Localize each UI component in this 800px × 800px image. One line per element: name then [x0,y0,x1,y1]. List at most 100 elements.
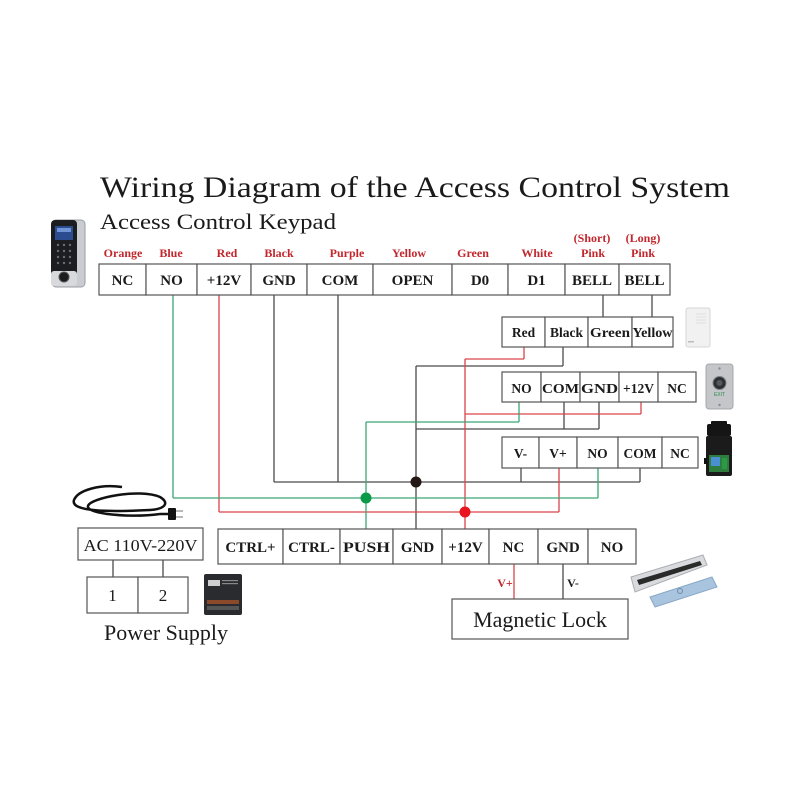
maglock-vplus-label: V+ [497,576,513,590]
terminal-label: Green [590,325,631,340]
terminal-label: +12V [448,540,483,556]
terminal-label: COM [542,381,579,396]
terminal-cell [306,263,374,296]
power-supply-unit-icon [204,574,242,615]
terminal-cell [282,528,341,565]
bell-note-long: (Long) [626,231,661,245]
power-cord-icon [72,485,183,520]
terminal-label: GND [401,540,435,556]
terminal-cell [564,263,620,296]
terminal-cell [618,263,671,296]
diagram-title: Wiring Diagram of the Access Control Sys… [100,171,730,204]
wire-color-label: Black [264,246,294,260]
exit-button-text: EXIT [714,392,725,398]
remote-receiver-terminal-block: V- V+ NO COM NC [501,436,699,469]
terminal-cell [86,576,139,614]
maglock-box [451,598,629,640]
terminal-label: NO [511,381,531,396]
ac-input-label: AC 110V-220V [84,536,199,555]
wire-color-label: Pink [631,246,655,260]
terminal-label: NO [601,540,624,556]
terminal-label: CTRL+ [225,540,275,556]
terminal-cell [618,371,659,403]
terminal-label: 1 [108,586,117,605]
terminal-label: NC [670,446,690,461]
terminal-cell [587,528,637,565]
power-supply-label: Power Supply [104,620,228,645]
wire-color-label: White [521,246,553,260]
wire-bell-network [602,295,653,317]
terminal-cell [501,371,542,403]
maglock-vminus-label: V- [567,576,579,590]
exit-button-icon: EXIT [705,363,734,410]
terminal-label: GND [581,381,618,396]
wire-color-label: Orange [104,246,143,260]
terminal-label: D1 [527,273,545,289]
terminal-cell [339,528,394,565]
terminal-label: BELL [624,273,664,289]
exit-button-terminal-block: NO COM GND +12V NC [501,371,697,403]
doorbell-icon [685,307,711,348]
terminal-label: NC [667,381,687,396]
terminal-label: GND [262,273,296,289]
wire-color-label: Green [457,246,489,260]
terminal-cell [544,316,589,348]
terminal-label: PUSH [343,540,390,556]
terminal-cell [250,263,308,296]
terminal-cell [451,263,509,296]
wire-color-label: Pink [581,246,605,260]
terminal-cell [579,371,620,403]
ac-input-box [77,527,204,561]
terminal-cell [98,263,147,296]
terminal-cell [137,576,189,614]
terminal-label: NO [160,273,183,289]
wire-color-label: Yellow [392,246,426,260]
terminal-label: OPEN [392,273,434,289]
terminal-label: COM [624,446,657,461]
terminal-label: CTRL- [288,540,335,556]
terminal-cell [576,436,619,469]
terminal-cell [501,436,540,469]
terminal-cell [145,263,198,296]
wires [112,295,653,599]
terminal-label: NC [503,540,525,556]
junction-dot-push [360,492,372,504]
terminal-cell [441,528,490,565]
power-supply: AC 110V-220V 1 2 Power Supply [77,527,228,645]
junction-dot-12v [459,506,471,518]
junction-dot-ground [410,476,422,488]
terminal-label: V+ [549,446,566,461]
terminal-label: Red [512,325,536,340]
terminal-cell [392,528,443,565]
terminal-cell [196,263,252,296]
terminal-label: NO [587,446,607,461]
terminal-label: 2 [159,586,168,605]
wire-color-label: Purple [330,246,365,260]
wire-push-network [172,295,599,529]
bell-note-short: (Short) [574,231,611,245]
terminal-cell [507,263,566,296]
terminal-label: +12V [623,381,654,396]
keypad-terminal-block: (Short) (Long) Orange Blue Red Black Pur… [98,231,671,296]
terminal-label: NC [112,273,134,289]
terminal-label: Black [550,325,583,340]
terminal-label: V- [514,446,527,461]
wire-power-network [218,295,642,599]
keypad-title: Access Control Keypad [100,209,336,234]
terminal-cell [617,436,663,469]
keypad-device-icon [51,219,86,288]
terminal-label: BELL [572,273,612,289]
terminal-cell [217,528,284,565]
terminal-cell [587,316,633,348]
terminal-cell [501,316,546,348]
doorbell-terminal-block: Red Black Green Yellow [501,316,674,348]
terminal-label: D0 [471,273,489,289]
magnetic-lock-icon [630,554,718,608]
controller-terminal-block: CTRL+ CTRL- PUSH GND +12V NC GND NO [217,528,637,565]
wire-color-label: Red [217,246,238,260]
terminal-label: COM [322,273,359,289]
terminal-cell [661,436,699,469]
terminal-cell [631,316,674,348]
terminal-label: Yellow [633,325,673,340]
